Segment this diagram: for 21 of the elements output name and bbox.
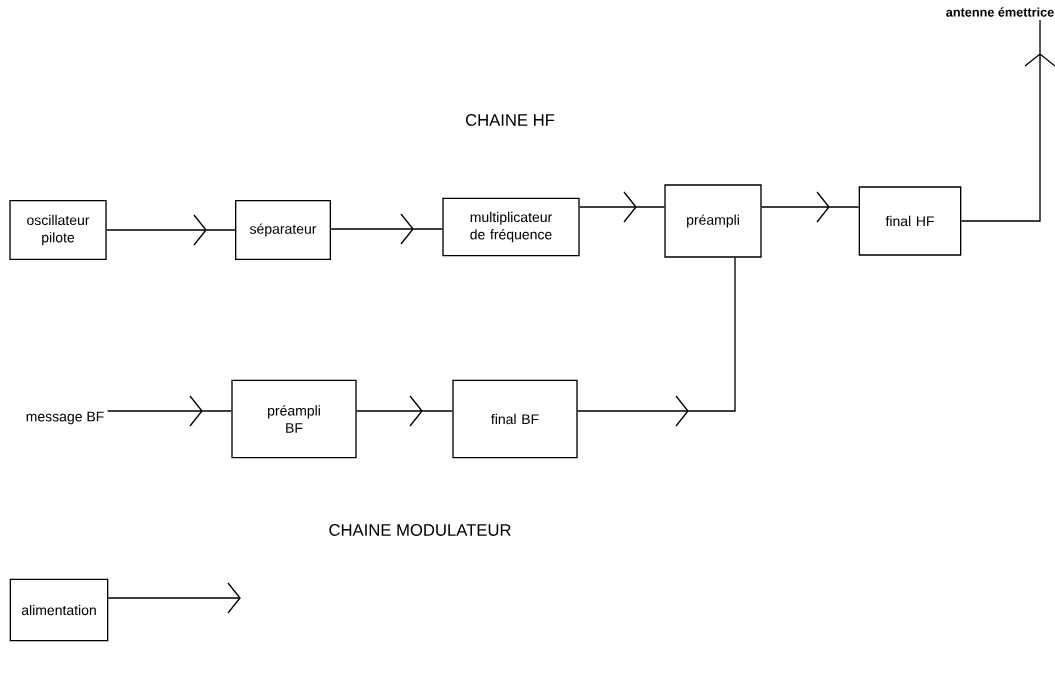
arrow [579,191,665,223]
block-box: alimentation [9,578,109,642]
block-box: préampli BF [231,379,357,459]
block-box: multiplicateur de fréquence [442,197,580,257]
arrow [107,582,241,614]
block-box: final HF [858,186,962,256]
signal-label: antenne émettrice [946,7,1054,17]
section-heading: CHAINE MODULATEUR [329,524,511,536]
block-box: final BF [452,379,578,459]
block-box: préampli [664,184,762,258]
block-box: oscillateur pilote [9,200,107,260]
arrow [106,395,232,427]
section-heading: CHAINE HF [465,114,555,126]
arrow [577,257,736,427]
signal-label: message BF [26,411,104,425]
block-box: séparateur [235,200,331,260]
arrow [106,214,236,246]
arrow [356,395,453,427]
arrow [960,19,1055,222]
arrow [330,213,443,245]
arrow [761,191,860,223]
